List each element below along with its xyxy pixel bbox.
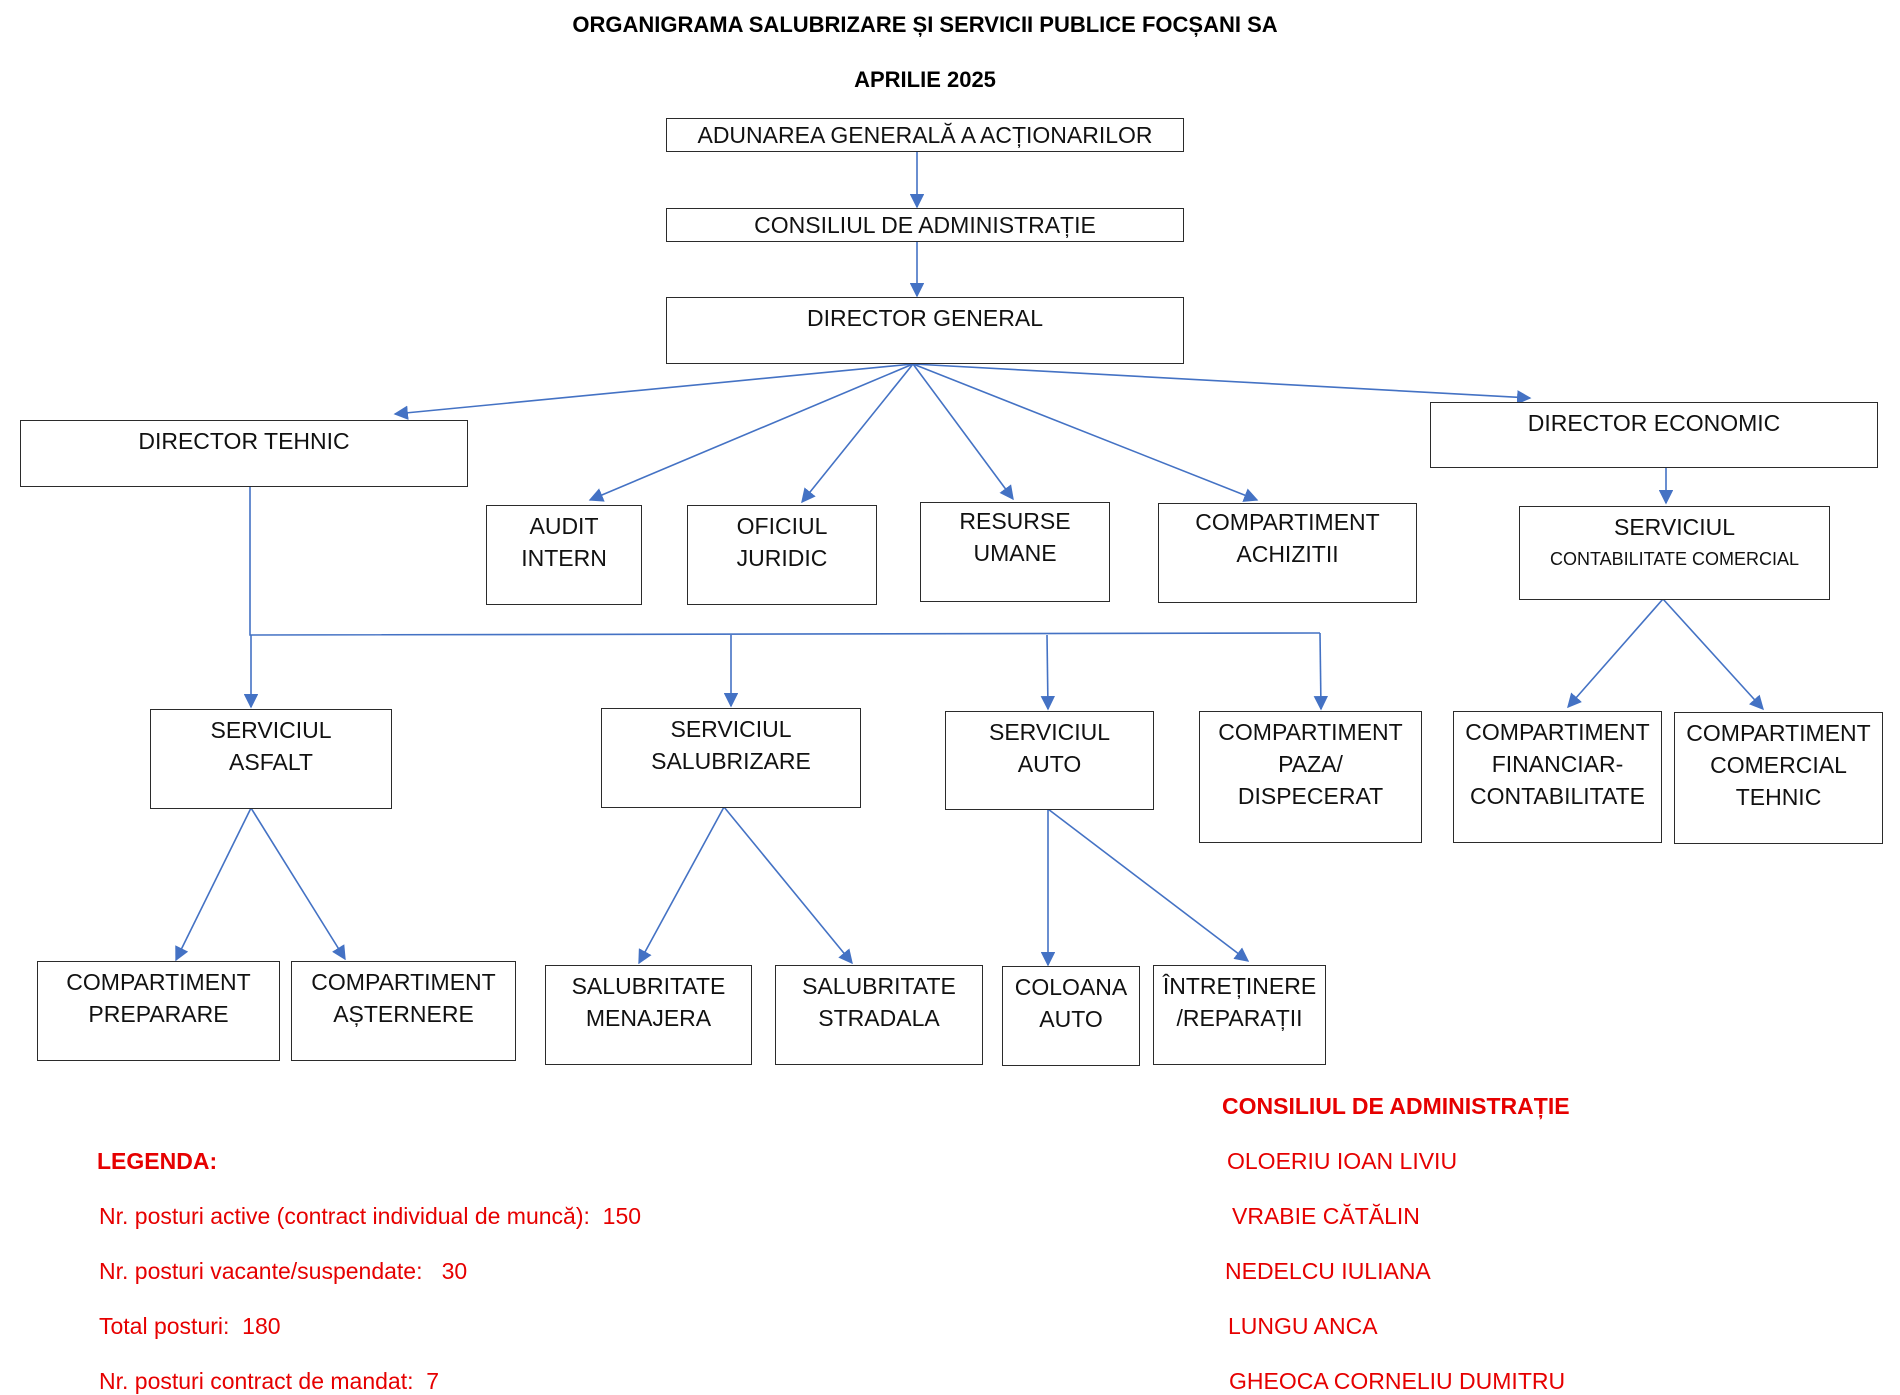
node-label-line: DIRECTOR ECONOMIC — [1527, 410, 1781, 436]
node-label-line: SERVICIUL — [1613, 514, 1735, 540]
edge-dg-de — [912, 363, 1532, 405]
board-member: OLOERIU IOAN LIVIU — [1227, 1148, 1458, 1174]
node-resurse-umane: RESURSE UMANE — [920, 502, 1110, 602]
node-label-line: COMPARTIMENT — [1686, 720, 1871, 746]
node-label-line: ADUNAREA GENERALĂ A ACȚIONARILOR — [697, 122, 1153, 148]
node-label-line: JURIDIC — [736, 545, 828, 571]
node-label-line: SERVICIUL — [210, 717, 332, 743]
edge-asfalt-preparare — [175, 807, 252, 962]
chart-subtitle: APRILIE 2025 — [854, 67, 996, 92]
node-label-line: SALUBRIZARE — [651, 748, 811, 774]
node-label-line: OFICIUL — [736, 513, 828, 539]
node-label-line: COLOANA — [1014, 974, 1128, 1000]
edge-scc-comercial — [1662, 598, 1764, 711]
node-label-line: PAZA/ — [1278, 751, 1343, 777]
node-oficiul-juridic: OFICIUL JURIDIC — [687, 505, 877, 605]
edge-dg-achizitii — [912, 363, 1259, 502]
node-serviciul-asfalt: SERVICIUL ASFALT — [150, 709, 392, 809]
node-compartiment-comercial-tehnic: COMPARTIMENT COMERCIAL TEHNIC — [1674, 712, 1883, 844]
node-label-line: COMPARTIMENT — [1218, 719, 1403, 745]
node-compartiment-asternere: COMPARTIMENT AȘTERNERE — [291, 961, 516, 1061]
node-consiliul-administratie: CONSILIUL DE ADMINISTRAȚIE — [666, 208, 1184, 242]
node-label-line: UMANE — [973, 540, 1057, 566]
node-label-line: AUDIT — [529, 513, 599, 539]
node-label-line: COMERCIAL — [1710, 752, 1847, 778]
node-label-line: DIRECTOR GENERAL — [806, 305, 1043, 331]
node-label-line: ASFALT — [229, 749, 313, 775]
node-label-line: SALUBRITATE — [571, 973, 726, 999]
edge-bus-auto — [1040, 634, 1056, 711]
node-director-general: DIRECTOR GENERAL — [666, 297, 1184, 364]
node-label-line: /REPARAȚII — [1176, 1005, 1303, 1031]
node-intretinere-reparatii: ÎNTREȚINERE/REPARAȚII — [1153, 965, 1326, 1065]
node-compartiment-achizitii: COMPARTIMENT ACHIZITII — [1158, 503, 1417, 603]
edge-dg-ru — [912, 363, 1014, 501]
node-serviciul-auto: SERVICIUL AUTO — [945, 711, 1154, 810]
node-label-line: INTERN — [521, 545, 607, 571]
node-label-line: SERVICIUL — [670, 716, 792, 742]
node-label-line: SERVICIUL — [988, 719, 1110, 745]
node-label-line: CONTABILITATE COMERCIAL — [1549, 549, 1800, 569]
legend-item-vacante: Nr. posturi vacante/suspendate: 30 — [99, 1258, 468, 1284]
node-label-line: MENAJERA — [585, 1005, 712, 1031]
node-label-line: COMPARTIMENT — [311, 969, 496, 995]
node-serviciul-contabilitate-comercial: SERVICIUL CONTABILITATE COMERCIAL — [1519, 506, 1830, 600]
node-director-tehnic: DIRECTOR TEHNIC — [20, 420, 468, 487]
edge-dg-dt — [393, 363, 914, 420]
node-label-line: STRADALA — [818, 1005, 940, 1031]
node-label-line: DISPECERAT — [1237, 783, 1384, 809]
node-label-line: AȘTERNERE — [333, 1001, 474, 1027]
node-label-line: COMPARTIMENT — [66, 969, 251, 995]
edge-auto-intretinere — [1047, 808, 1250, 962]
node-compartiment-paza: COMPARTIMENT PAZA/DISPECERAT — [1199, 711, 1422, 843]
legend-item-total: Total posturi: 180 — [99, 1313, 281, 1339]
node-label-line: RESURSE — [959, 508, 1071, 534]
board-heading: CONSILIUL DE ADMINISTRAȚIE — [1222, 1093, 1570, 1119]
edge-salubrizare-menajera — [638, 806, 725, 965]
node-label-line: CONTABILITATE — [1469, 783, 1646, 809]
edge-scc-financiar — [1567, 598, 1664, 709]
edge-dt-bus — [249, 487, 1321, 636]
node-label-line: COMPARTIMENT — [1465, 719, 1650, 745]
edge-dg-juridic — [801, 363, 914, 504]
node-serviciul-salubrizare: SERVICIUL SALUBRIZARE — [601, 708, 861, 808]
node-label-line: ÎNTREȚINERE — [1162, 973, 1317, 999]
node-label-line: CONSILIUL DE ADMINISTRAȚIE — [754, 212, 1096, 238]
node-label-line: COMPARTIMENT — [1195, 509, 1380, 535]
node-coloana-auto: COLOANA AUTO — [1002, 966, 1140, 1066]
node-audit-intern: AUDIT INTERN — [486, 505, 642, 605]
board-member: GHEOCA CORNELIU DUMITRU — [1229, 1368, 1566, 1394]
legend-item-active: Nr. posturi active (contract individual … — [99, 1203, 642, 1229]
node-label-line: AUTO — [1039, 1006, 1103, 1032]
node-label-line: DIRECTOR TEHNIC — [138, 428, 350, 454]
edge-dg-audit — [588, 363, 914, 502]
node-salubritate-menajera: SALUBRITATE MENAJERA — [545, 965, 752, 1065]
node-label-line: TEHNIC — [1735, 784, 1822, 810]
node-label-line: SALUBRITATE — [802, 973, 956, 999]
node-salubritate-stradala: SALUBRITATE STRADALA — [775, 965, 983, 1065]
node-compartiment-financiar: COMPARTIMENT FINANCIAR- CONTABILITATE — [1453, 711, 1662, 843]
node-compartiment-preparare: COMPARTIMENT PREPARARE — [37, 961, 280, 1061]
node-label-line: FINANCIAR- — [1491, 751, 1624, 777]
node-label-line: ACHIZITII — [1236, 541, 1339, 567]
edge-asfalt-asternere — [250, 807, 346, 961]
chart-title: ORGANIGRAMA SALUBRIZARE ȘI SERVICII PUBL… — [572, 12, 1278, 37]
edge-salubrizare-stradala — [723, 806, 853, 965]
edge-bus-paza — [1313, 632, 1329, 711]
board-member: VRABIE CĂTĂLIN — [1232, 1203, 1420, 1229]
node-label-line: AUTO — [1017, 751, 1082, 777]
node-label-line: PREPARARE — [88, 1001, 229, 1027]
board-member: NEDELCU IULIANA — [1225, 1258, 1431, 1284]
node-director-economic: DIRECTOR ECONOMIC — [1430, 402, 1878, 468]
legend-item-mandat: Nr. posturi contract de mandat: 7 — [99, 1368, 440, 1394]
legend-heading: LEGENDA: — [97, 1148, 218, 1174]
board-member: LUNGU ANCA — [1228, 1313, 1378, 1339]
node-adunarea-generala: ADUNAREA GENERALĂ A ACȚIONARILOR — [666, 118, 1184, 152]
